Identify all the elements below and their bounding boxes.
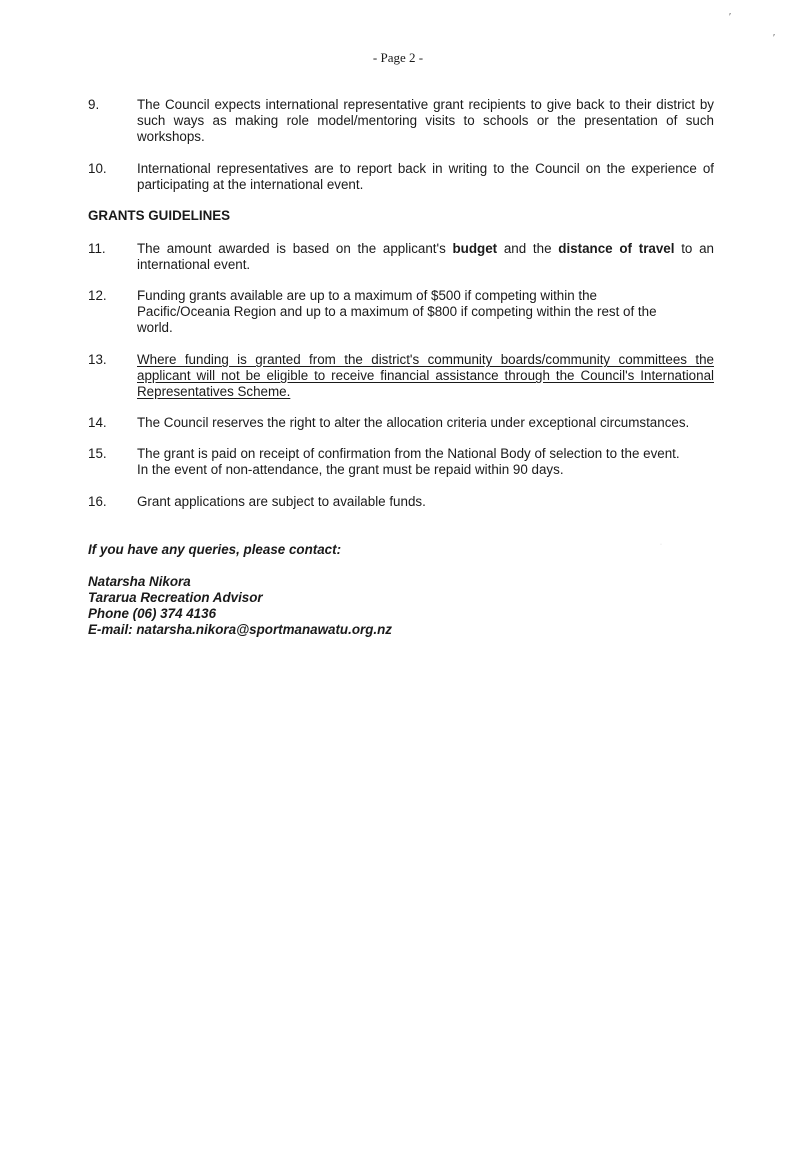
list-item: 9. The Council expects international rep… xyxy=(88,97,714,145)
text-segment: The amount awarded is based on the appli… xyxy=(137,241,453,256)
item-text: International representatives are to rep… xyxy=(137,161,714,192)
list-item: 10. International representatives are to… xyxy=(88,161,714,193)
item-text: The Council expects international repres… xyxy=(137,97,714,144)
stray-mark: ʹ xyxy=(729,12,732,23)
contact-name: Natarsha Nikora xyxy=(88,574,191,589)
list-item: 11. The amount awarded is based on the a… xyxy=(88,241,714,273)
list-item: 15. The grant is paid on receipt of conf… xyxy=(88,446,714,478)
list-item: 16. Grant applications are subject to av… xyxy=(88,494,714,510)
item-text-line: In the event of non-attendance, the gran… xyxy=(137,462,564,477)
emphasis-distance: distance of travel xyxy=(558,241,675,256)
stray-mark: ʹ xyxy=(773,33,776,44)
item-number: 13. xyxy=(88,352,107,367)
emphasis-budget: budget xyxy=(452,241,498,256)
item-text: Where funding is granted from the distri… xyxy=(137,352,714,399)
item-number: 14. xyxy=(88,415,107,430)
contact-email: E-mail: natarsha.nikora@sportmanawatu.or… xyxy=(88,622,392,637)
item-number: 9. xyxy=(88,97,100,112)
section-heading: GRANTS GUIDELINES xyxy=(88,208,231,223)
contact-block: Natarsha Nikora Tararua Recreation Advis… xyxy=(88,574,392,638)
contact-title: Tararua Recreation Advisor xyxy=(88,590,263,605)
page-number: - Page 2 - xyxy=(372,50,424,65)
text-segment: to an international event. xyxy=(137,241,714,272)
contact-prompt: If you have any queries, please contact: xyxy=(88,542,342,557)
item-text: The Council reserves the right to alter … xyxy=(137,415,690,430)
item-number: 15. xyxy=(88,446,107,461)
item-text: Funding grants available are up to a max… xyxy=(137,288,657,335)
item-number: 12. xyxy=(88,288,107,303)
contact-phone: Phone (06) 374 4136 xyxy=(88,606,217,621)
item-text: Grant applications are subject to availa… xyxy=(137,494,426,509)
list-item: 14. The Council reserves the right to al… xyxy=(88,415,714,431)
item-number: 11. xyxy=(88,241,106,256)
list-item: 12. Funding grants available are up to a… xyxy=(88,288,688,336)
item-text: The grant is paid on receipt of confirma… xyxy=(137,446,714,478)
item-number: 10. xyxy=(88,161,107,176)
stray-mark: · xyxy=(660,542,662,548)
text-segment: and the xyxy=(497,241,559,256)
list-item: 13. Where funding is granted from the di… xyxy=(88,352,714,400)
item-text: The amount awarded is based on the appli… xyxy=(137,241,714,273)
item-number: 16. xyxy=(88,494,107,509)
item-text-line: The grant is paid on receipt of confirma… xyxy=(137,446,680,461)
